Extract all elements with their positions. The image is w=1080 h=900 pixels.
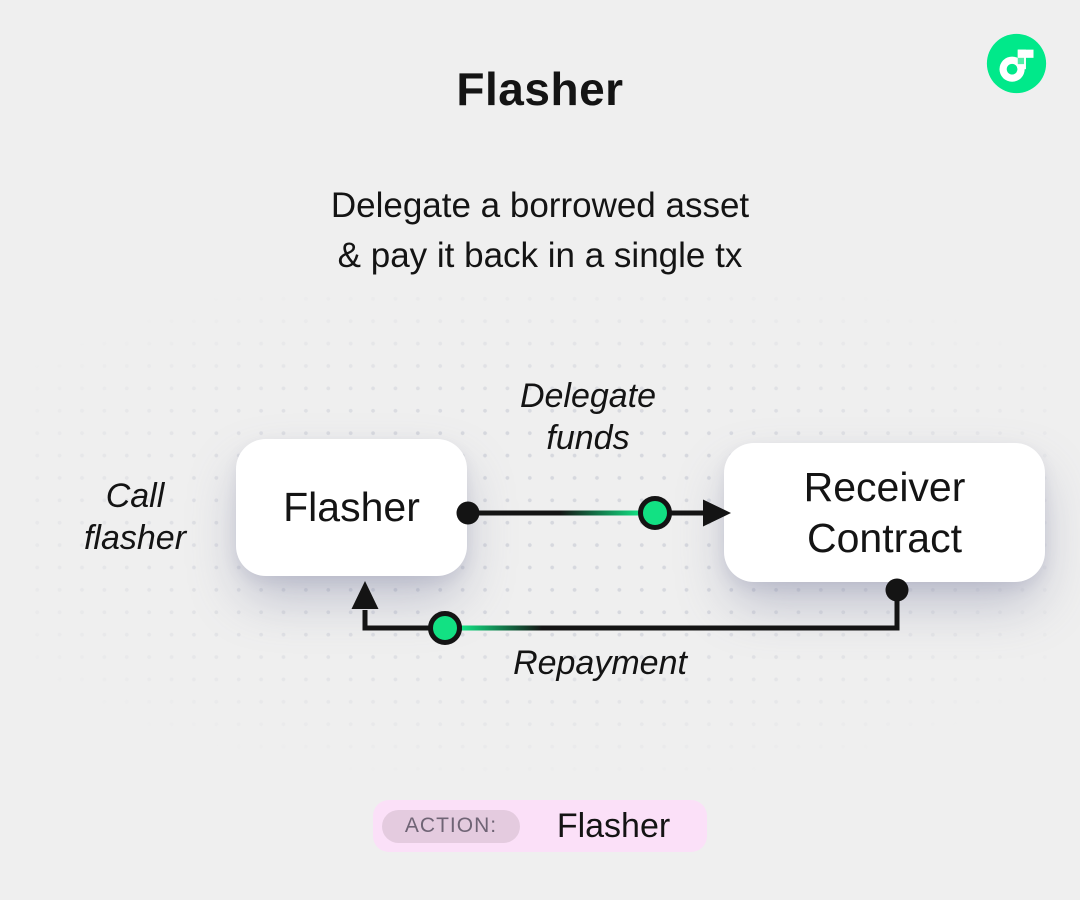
repayment-label: Repayment: [513, 644, 687, 682]
subtitle-line: & pay it back in a single tx: [337, 236, 743, 275]
action-label-pill: ACTION:: [382, 809, 520, 843]
call-flasher-label: Call flasher: [35, 475, 235, 559]
subtitle: Delegate a borrowed asset & pay it back …: [0, 181, 1080, 281]
delegate-funds-label-line: Delegate: [519, 377, 657, 415]
receiver-node-label-line: Receiver: [803, 463, 966, 510]
call-flasher-label-line: Call: [105, 477, 165, 515]
action-value: Flasher: [556, 806, 671, 845]
subtitle-line: Delegate a borrowed asset: [330, 186, 750, 225]
page-title: Flasher: [456, 63, 624, 115]
delegate-funds-label-line: funds: [546, 419, 630, 457]
flasher-node-label: Flasher: [283, 484, 420, 530]
receiver-contract-node: Receiver Contract: [724, 443, 1045, 582]
delegate-funds-label: Delegate funds: [458, 375, 718, 459]
flasher-node: Flasher: [236, 439, 467, 576]
action-badge: ACTION: Flasher: [373, 800, 707, 852]
flow-logo-icon: [986, 33, 1047, 94]
call-flasher-label-line: flasher: [83, 519, 187, 557]
receiver-node-label-line: Contract: [807, 514, 962, 561]
